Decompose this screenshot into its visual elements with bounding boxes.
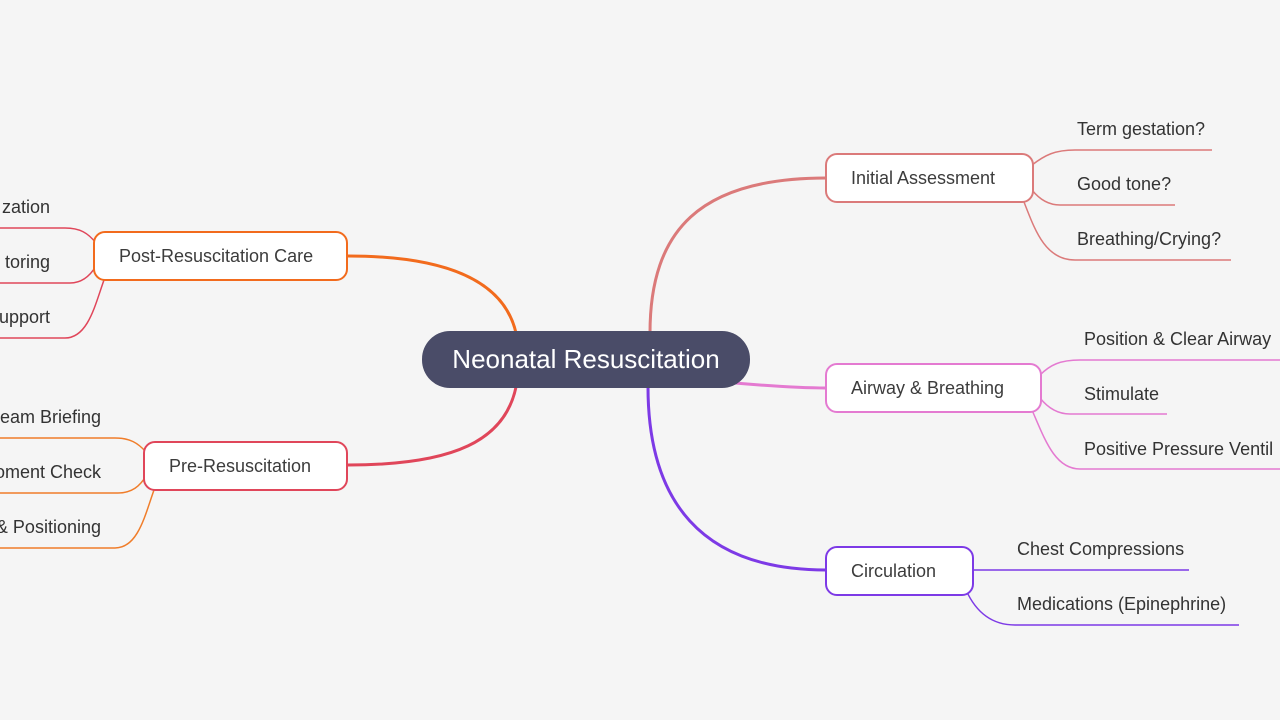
link-circ-2 <box>965 589 1239 626</box>
link-post <box>347 254 518 334</box>
leaf-pre-1[interactable]: eam Briefing <box>0 407 101 427</box>
node-post-resuscitation-care[interactable]: Post-Resuscitation Care <box>93 231 348 281</box>
link-post-1 <box>0 227 97 244</box>
link-post-3 <box>0 279 105 339</box>
link-pre-1 <box>0 437 147 453</box>
link-pre <box>347 386 518 467</box>
link-initial-3 <box>1023 201 1231 261</box>
leaf-term-gestation[interactable]: Term gestation? <box>1077 119 1206 139</box>
node-airway-breathing[interactable]: Airway & Breathing <box>825 363 1042 413</box>
link-airway-2 <box>1039 397 1167 415</box>
node-circulation-label: Circulation <box>851 560 937 581</box>
link-airway-1 <box>1039 359 1280 376</box>
leaf-post-1[interactable]: zation <box>1 197 50 217</box>
node-initial-assessment[interactable]: Initial Assessment <box>825 153 1034 203</box>
node-post-label: Post-Resuscitation Care <box>119 245 314 266</box>
node-circulation[interactable]: Circulation <box>825 546 974 596</box>
link-initial <box>648 176 827 334</box>
root-node[interactable]: Neonatal Resuscitation <box>422 331 750 388</box>
leaf-breathing-crying[interactable]: Breathing/Crying? <box>1077 229 1222 249</box>
leaf-pre-3[interactable]: & Positioning <box>0 517 101 537</box>
root-label: Neonatal Resuscitation <box>452 344 720 374</box>
leaf-pre-2[interactable]: oment Check <box>0 462 101 482</box>
node-pre-resuscitation[interactable]: Pre-Resuscitation <box>143 441 348 491</box>
node-airway-label: Airway & Breathing <box>851 377 1005 398</box>
node-pre-label: Pre-Resuscitation <box>169 455 312 476</box>
leaf-good-tone[interactable]: Good tone? <box>1077 174 1172 194</box>
leaf-post-3[interactable]: upport <box>0 307 50 327</box>
leaf-positive-pressure-ventilation[interactable]: Positive Pressure Ventil <box>1084 439 1274 459</box>
node-initial-label: Initial Assessment <box>851 167 996 188</box>
link-airway <box>734 381 827 390</box>
link-pre-3 <box>0 489 155 549</box>
leaf-post-2[interactable]: toring <box>4 252 50 272</box>
link-circulation <box>646 386 827 572</box>
leaf-medications[interactable]: Medications (Epinephrine) <box>1017 594 1227 614</box>
leaf-chest-compressions[interactable]: Chest Compressions <box>1017 539 1185 559</box>
link-initial-2 <box>1031 189 1175 206</box>
link-airway-3 <box>1031 409 1280 470</box>
link-initial-1 <box>1031 149 1212 166</box>
leaf-stimulate[interactable]: Stimulate <box>1084 384 1160 404</box>
leaf-position-clear-airway[interactable]: Position & Clear Airway <box>1084 329 1272 349</box>
